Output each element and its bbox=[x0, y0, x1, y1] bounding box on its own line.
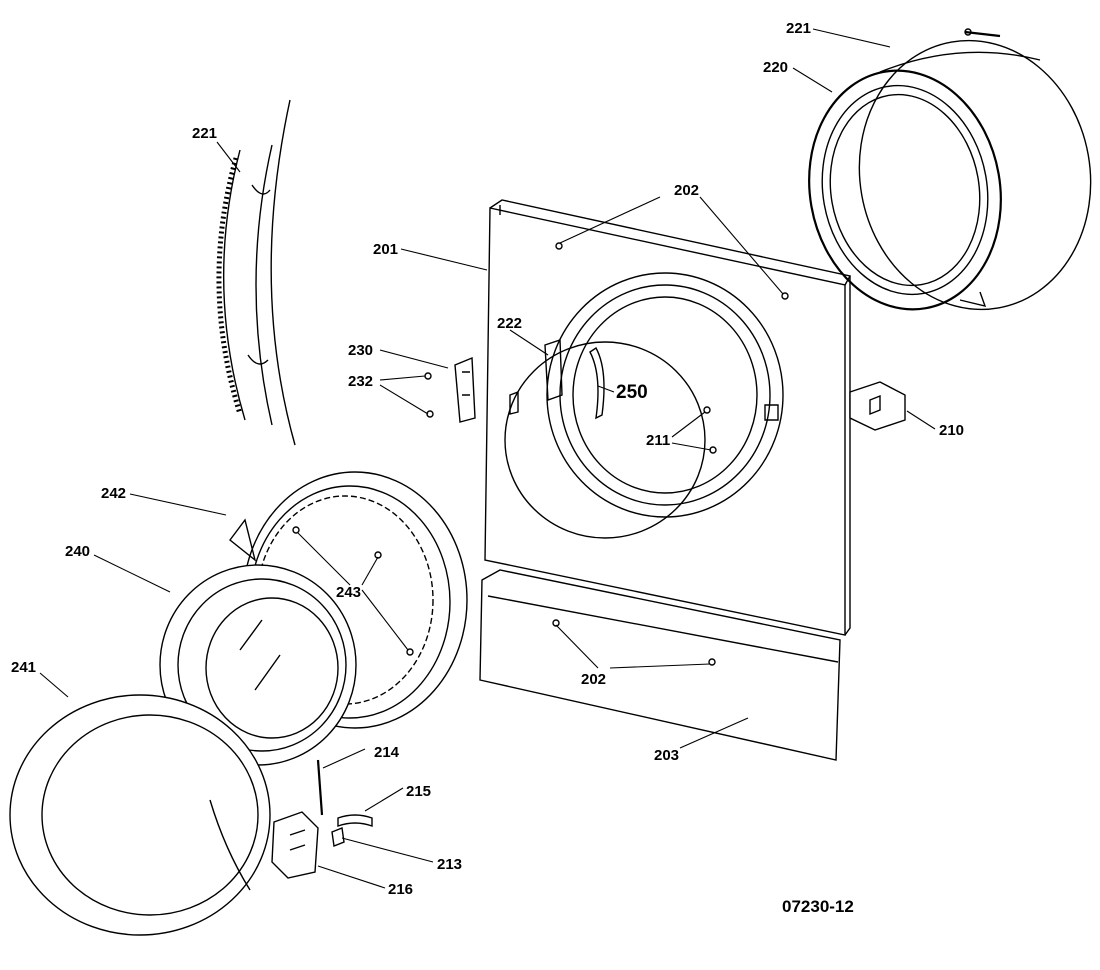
label-210: 210 bbox=[939, 422, 964, 439]
label-243: 243 bbox=[336, 584, 361, 601]
label-241: 241 bbox=[11, 659, 36, 676]
drawing-number: 07230-12 bbox=[782, 897, 854, 916]
label-201: 201 bbox=[373, 241, 398, 258]
label-216: 216 bbox=[388, 881, 413, 898]
label-250: 250 bbox=[616, 382, 648, 403]
leader-lines bbox=[39, 28, 936, 889]
label-232: 232 bbox=[348, 373, 373, 390]
label-203: 203 bbox=[654, 747, 679, 764]
label-221-left: 221 bbox=[192, 125, 217, 142]
part-241-door-ring bbox=[9, 694, 271, 936]
part-213-catch bbox=[331, 827, 345, 847]
part-250-handle bbox=[589, 346, 605, 420]
callout-labels: 221 220 221 202 201 222 230 232 250 211 … bbox=[11, 20, 964, 916]
label-213: 213 bbox=[437, 856, 462, 873]
label-242: 242 bbox=[101, 485, 126, 502]
label-230: 230 bbox=[348, 342, 373, 359]
part-201-front-panel bbox=[484, 199, 852, 636]
part-221-clamp-top bbox=[964, 28, 1001, 38]
part-220-bellows bbox=[808, 39, 1092, 311]
label-240: 240 bbox=[65, 543, 90, 560]
label-220: 220 bbox=[763, 59, 788, 76]
part-222-gasket bbox=[504, 339, 706, 539]
part-214-pin bbox=[316, 759, 324, 816]
part-221-clamp-band bbox=[216, 99, 296, 446]
part-230-hinge bbox=[454, 356, 476, 423]
label-215: 215 bbox=[406, 783, 431, 800]
part-210-door-lock bbox=[849, 381, 906, 431]
part-215-spring bbox=[337, 814, 373, 827]
label-202-bottom: 202 bbox=[581, 671, 606, 688]
label-222: 222 bbox=[497, 315, 522, 332]
part-216-handle-housing bbox=[271, 811, 319, 879]
part-232-screws bbox=[424, 372, 434, 418]
label-202-top: 202 bbox=[674, 182, 699, 199]
label-214: 214 bbox=[374, 744, 400, 761]
label-211: 211 bbox=[646, 432, 670, 449]
part-203-kick-panel bbox=[479, 569, 841, 761]
label-221-top: 221 bbox=[786, 20, 811, 37]
